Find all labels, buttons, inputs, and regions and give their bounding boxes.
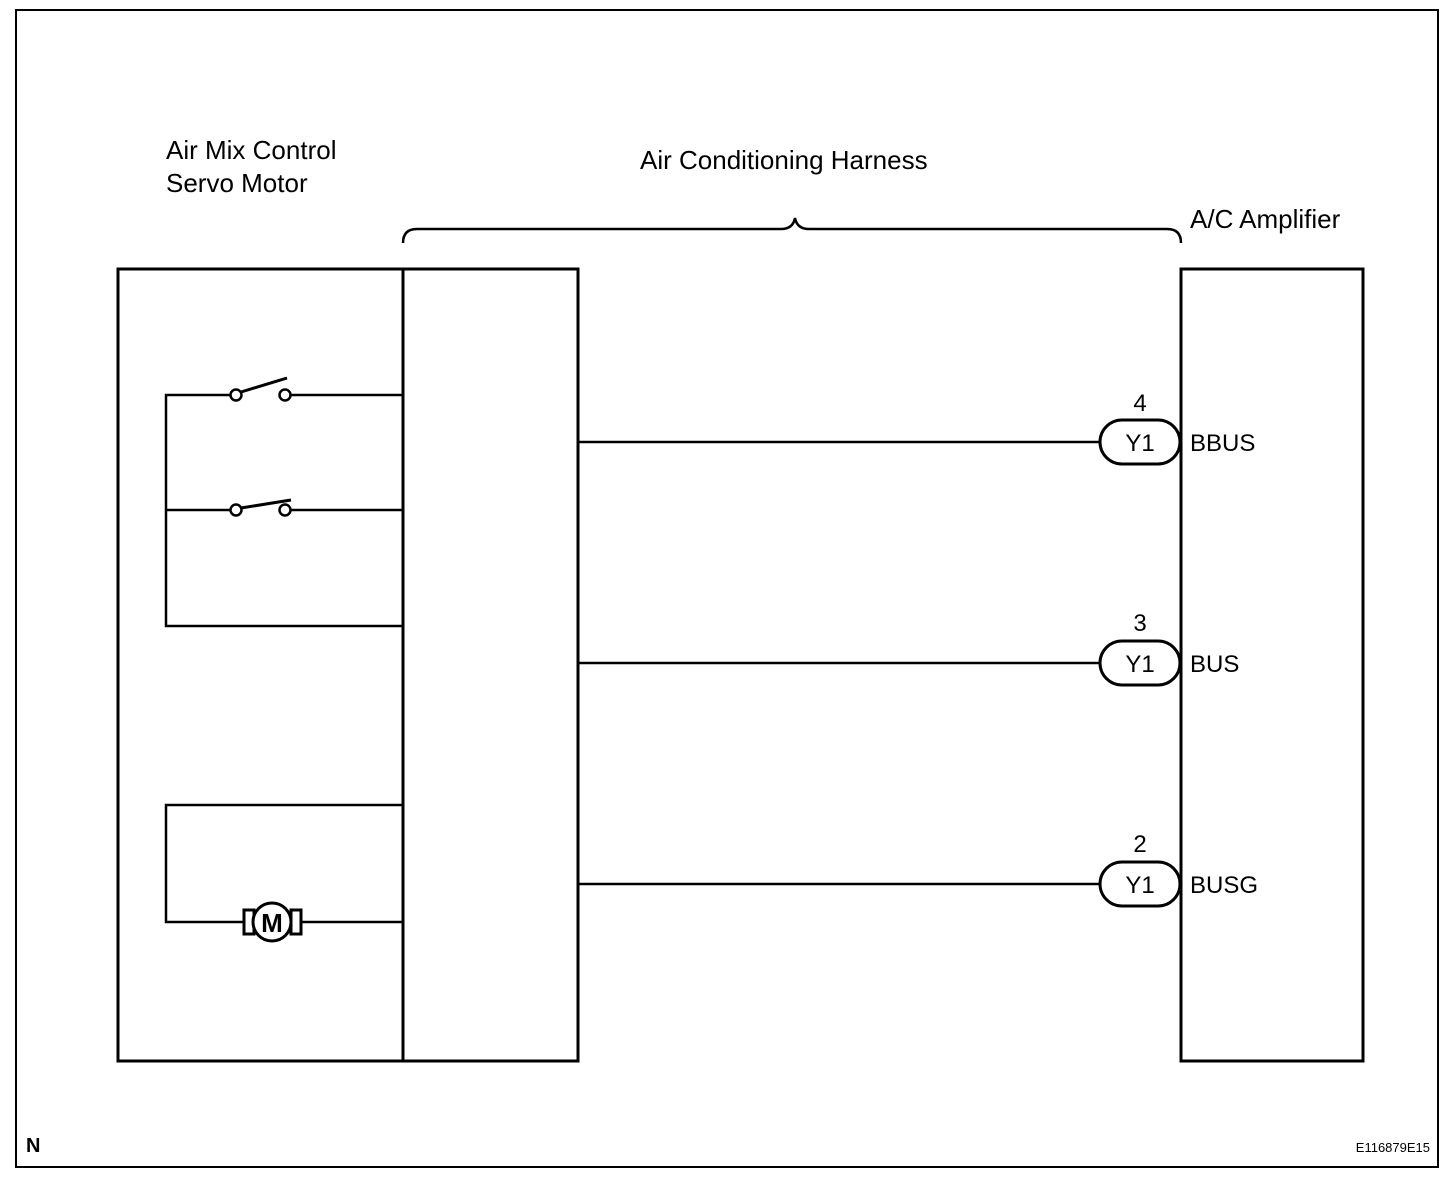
wire-bbus: Y1 4 BBUS	[578, 390, 1255, 466]
corner-mark: N	[26, 1135, 40, 1157]
terminal-label: BUS	[1190, 651, 1239, 678]
harness-label: Air Conditioning Harness	[640, 145, 928, 175]
pin-number: 4	[1133, 390, 1146, 417]
servo-motor-box	[116, 267, 580, 1063]
terminal-label: BUSG	[1190, 872, 1258, 899]
switch-1-icon	[229, 376, 292, 402]
outer-frame	[15, 9, 1439, 1168]
connector-label: Y1	[1125, 430, 1154, 457]
motor-circuit: M	[164, 803, 403, 943]
pin-number: 3	[1133, 610, 1146, 637]
servo-motor-label-line2: Servo Motor	[166, 168, 308, 198]
servo-motor-label-line1: Air Mix Control	[166, 135, 336, 165]
connector-label: Y1	[1125, 872, 1154, 899]
figure-id: E116879E15	[1356, 1140, 1430, 1155]
wire-bus: Y1 3 BUS	[578, 610, 1239, 687]
switch-2-icon	[229, 498, 292, 517]
terminal-label: BBUS	[1190, 430, 1255, 457]
harness-brace	[401, 217, 1183, 244]
pin-number: 2	[1133, 831, 1146, 858]
connector-y1-pin3	[1098, 639, 1182, 687]
wire-busg: Y1 2 BUSG	[578, 831, 1258, 908]
connector-label: Y1	[1125, 651, 1154, 678]
motor-symbol: M	[261, 908, 283, 938]
connector-y1-pin2	[1098, 860, 1182, 908]
amplifier-label: A/C Amplifier	[1190, 204, 1341, 234]
position-switch-circuit	[164, 376, 403, 628]
connector-y1-pin4	[1098, 418, 1182, 466]
motor-icon: M	[242, 901, 303, 943]
